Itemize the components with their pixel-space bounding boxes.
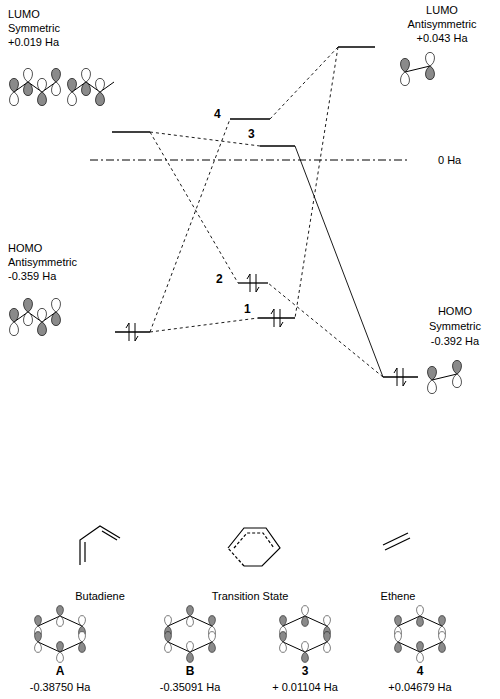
electron-pairs: [126, 274, 406, 386]
symmetry-label: Antisymmetric: [407, 18, 476, 31]
correlation-line: [295, 146, 383, 377]
level-number: 3: [248, 128, 255, 141]
zero-energy-label: 0 Ha: [438, 154, 461, 167]
orbital-number: 3: [302, 665, 309, 678]
energy-value: -0.35091 Ha: [160, 681, 221, 694]
energy-value: +0.043 Ha: [416, 32, 467, 45]
energy-value: -0.38750 Ha: [30, 681, 91, 694]
symmetry-label: Symmetric: [429, 320, 481, 333]
energy-value: + 0.01104 Ha: [272, 681, 338, 694]
energy-levels: [112, 47, 418, 377]
zero-line: [90, 160, 410, 161]
butadiene-lumo-orbital: [68, 68, 119, 105]
symmetry-label: Antisymmetric: [8, 256, 77, 269]
ethene-lumo-orbital: [401, 52, 435, 85]
molecule-sketches: [80, 526, 410, 566]
molecule-name: Transition State: [212, 590, 289, 603]
energy-value: -0.392 Ha: [431, 335, 479, 348]
orbital-number: 4: [417, 665, 424, 678]
level-number: 2: [216, 273, 223, 286]
molecule-name: Butadiene: [75, 590, 125, 603]
orbital-letter: A: [56, 665, 65, 678]
ts-orbital-b: [165, 606, 216, 663]
ts-orbital-4: [395, 606, 446, 663]
butadiene-lumo-orbital: [10, 68, 61, 105]
energy-value: -0.359 Ha: [8, 270, 56, 283]
molecule-name: Ethene: [381, 590, 416, 603]
orbital-type: LUMO: [426, 4, 458, 17]
level-number: 4: [214, 108, 221, 121]
orbital-type: HOMO: [438, 305, 472, 318]
energy-value: +0.019 Ha: [8, 36, 59, 49]
butadiene-homo-orbital: [10, 298, 61, 335]
level-number: 1: [244, 303, 251, 316]
ethene-homo-orbital: [428, 360, 462, 393]
energy-value: +0.04679 Ha: [388, 681, 451, 694]
orbital-letter: B: [186, 665, 195, 678]
orbital-type: HOMO: [8, 242, 42, 255]
ts-orbital-a: [35, 606, 86, 663]
symmetry-label: Symmetric: [8, 22, 60, 35]
correlation-lines: [150, 47, 383, 377]
orbital-type: LUMO: [8, 8, 40, 21]
ts-orbital-3: [280, 606, 331, 663]
